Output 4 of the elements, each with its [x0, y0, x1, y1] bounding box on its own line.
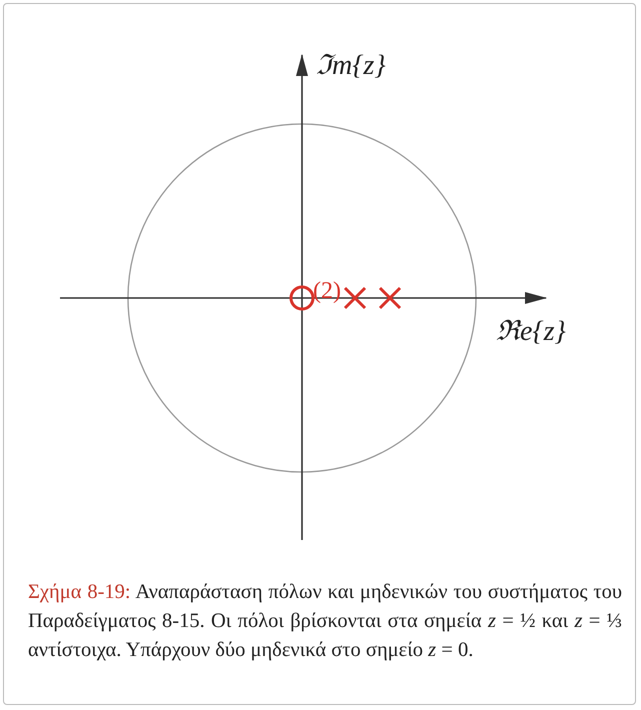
figure-caption: Σχήμα 8-19: Αναπαράσταση πόλων και μηδενικών του συστήματος του Παραδείγματος 8-15. Οι πόλοι βρίσκονται στα σημεία z = ½ και z = ⅓ αντίστοιχα. Υπάρχουν δύο μηδενικά στο σημείο z = 0. [28, 580, 622, 663]
axis-label: ℑm{z} [316, 49, 386, 82]
axis-label: ℜe{z} [496, 315, 566, 348]
multiplicity-label: (2) [313, 278, 341, 305]
